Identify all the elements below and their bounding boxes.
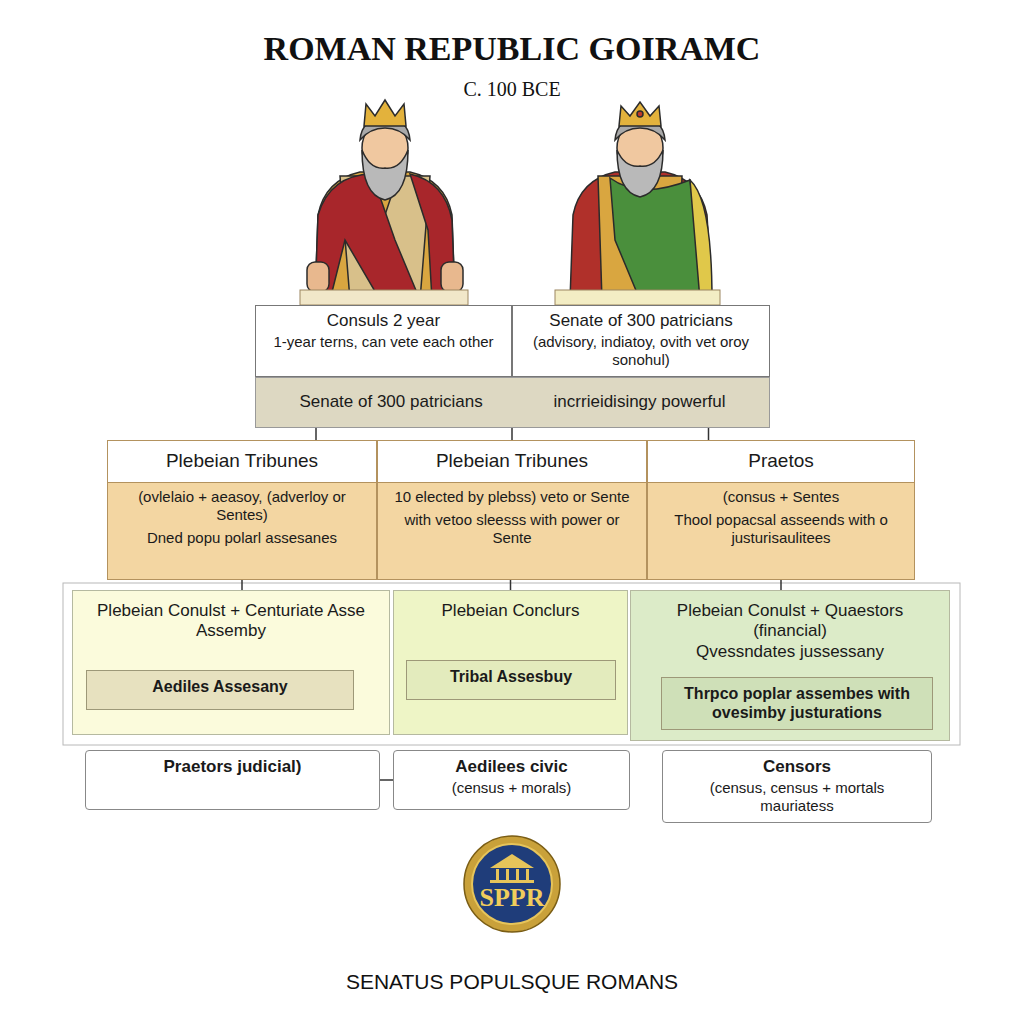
node-heading: Praetors judicial) (94, 757, 371, 777)
office-column: Plebeian Tribunes(ovlelaio + aeasoy, (ad… (107, 440, 377, 580)
node-heading: Plebeian Conclurs (404, 601, 617, 621)
node-heading: Praetos (648, 441, 914, 483)
node-heading: Aediles Assesany (95, 677, 345, 696)
node-body: (consus + Sentes (648, 483, 914, 506)
assembly-frame (63, 583, 960, 745)
node-body: (census, census + mortals mauriatess (671, 777, 923, 815)
date-label: C. 100 BCE (0, 78, 1024, 101)
node-heading: Plebeian Tribunes (108, 441, 376, 483)
assembly-panel: Plebeian ConclursTribal Assesbuy (393, 590, 628, 735)
node-body: with vetoo sleesss with power or Sente (378, 506, 646, 547)
node-heading: Aedilees civic (402, 757, 621, 777)
node-heading: Plebeian Conulst + Centuriate Asse Assem… (83, 601, 379, 642)
node-body: Thool popacsal asseends with o justurisa… (648, 506, 914, 547)
consul-figure (307, 100, 463, 300)
diagram-caption: SENATUS POPULSQUE ROMANS (0, 970, 1024, 994)
connector-line (510, 580, 512, 590)
consul-box: Consuls 2 year1-year terns, can vete eac… (255, 305, 512, 377)
connector-line (780, 580, 782, 590)
node-body: (ovlelaio + aeasoy, (adverloy or Sentes) (108, 483, 376, 524)
senate-box: Senate of 300 patricians(advisory, india… (512, 305, 770, 377)
connector-line (708, 428, 710, 440)
magistrate-box: Praetors judicial) (85, 750, 380, 810)
senator-figure (570, 102, 712, 300)
node-body: 10 elected by plebss) veto or Sente (378, 483, 646, 506)
node-heading: Consuls 2 year (264, 311, 503, 331)
assembly-box: Thrpco poplar assembes with ovesimby jus… (661, 677, 933, 730)
node-body: Dned popu polarl assesanes (108, 524, 376, 547)
assembly-panel: Plebeian Conulst + Quaestors (financial)… (630, 590, 950, 741)
connector-line (241, 580, 243, 590)
connector-line (315, 428, 317, 440)
node-heading: Senate of 300 patricians (521, 311, 761, 331)
node-heading: Plebeian Tribunes (378, 441, 646, 483)
connector-line (511, 428, 513, 440)
node-heading: Thrpco poplar assembes with ovesimby jus… (670, 684, 924, 722)
node-heading: SPPR (480, 854, 545, 913)
office-column: Praetos(consus + SentesThool popacsal as… (647, 440, 915, 580)
magistrate-box: Aedilees civic(census + morals) (393, 750, 630, 810)
assembly-box: Aediles Assesany (86, 670, 354, 710)
node-body: incrrieidisingy powerful (554, 392, 726, 412)
node-heading: Censors (671, 757, 923, 777)
magistrate-box: Censors(census, census + mortals mauriat… (662, 750, 932, 823)
node-body: 1-year terns, can vete each other (264, 331, 503, 351)
assembly-panel: Plebeian Conulst + Centuriate Asse Assem… (72, 590, 390, 735)
podium (555, 290, 720, 305)
node-heading: Senate of 300 patricians (299, 392, 482, 412)
node-heading: Tribal Assesbuy (415, 667, 607, 686)
senate-band: Senate of 300 patricians incrrieidisingy … (255, 377, 770, 428)
connector-line (380, 779, 393, 781)
diagram-title: ROMAN REPUBLIC GOIRAMC (0, 30, 1024, 68)
node-body: (advisory, indiatoy, ovith vet oroy sono… (521, 331, 761, 369)
node-body: Qvessndates jussessany (641, 642, 939, 662)
spqr-seal: SPPR (462, 834, 562, 934)
node-heading: Plebeian Conulst + Quaestors (financial) (641, 601, 939, 642)
office-column: Plebeian Tribunes10 elected by plebss) v… (377, 440, 647, 580)
podium (300, 290, 468, 305)
assembly-box: Tribal Assesbuy (406, 660, 616, 700)
node-body: (census + morals) (402, 777, 621, 797)
